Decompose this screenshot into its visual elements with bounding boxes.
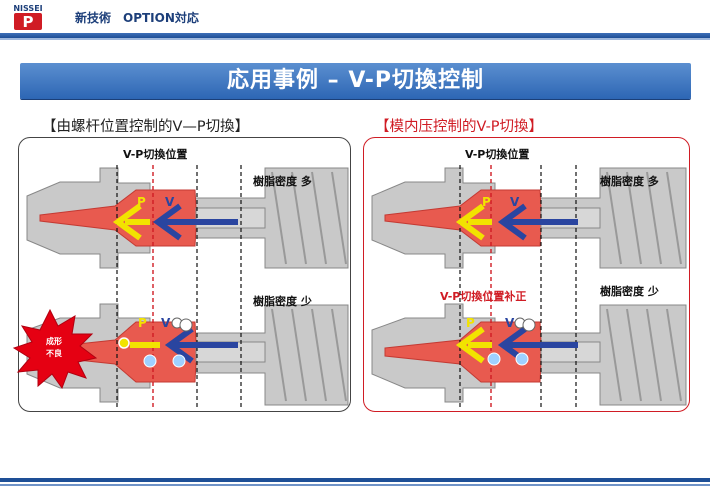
defect-burst bbox=[12, 308, 98, 390]
footer-divider-light bbox=[0, 484, 710, 486]
left-lower-arrows bbox=[118, 317, 238, 368]
defect-label-line1: 成形 bbox=[46, 337, 62, 346]
header-divider bbox=[0, 33, 710, 38]
right-upper-arrows bbox=[455, 203, 578, 241]
right-upper-p-mark: P bbox=[482, 195, 491, 209]
logo-brand-text: NISSEI bbox=[13, 4, 42, 13]
left-upper-v-mark: V bbox=[165, 195, 175, 209]
logo-mark-text: P bbox=[23, 13, 34, 31]
right-panel bbox=[363, 137, 690, 412]
top-header-bar bbox=[0, 0, 710, 34]
vp-switch-lines bbox=[152, 165, 492, 410]
right-density-low-label: 樹脂密度 少 bbox=[600, 285, 659, 298]
left-upper-arrows bbox=[112, 203, 238, 241]
left-density-low-label: 樹脂密度 少 bbox=[253, 295, 312, 308]
dashed-guide-lines bbox=[116, 165, 577, 410]
left-panel-heading: 【由螺杆位置控制的V—P切換】 bbox=[42, 119, 250, 135]
left-lower-v-mark: V bbox=[161, 316, 171, 330]
left-lower-p-mark: P bbox=[138, 316, 147, 330]
vp-correction-label: V-P切換位置补正 bbox=[440, 290, 527, 303]
header-text: 新技術 OPTION対応 bbox=[75, 11, 199, 25]
nissei-logo: NISSEI P bbox=[8, 3, 48, 31]
page-title: 応用事例 – V-P切換控制 bbox=[227, 68, 484, 93]
right-panel-heading: 【模内压控制的V-P切換】 bbox=[375, 119, 544, 135]
right-upper-v-mark: V bbox=[510, 195, 520, 209]
right-lower-v-mark: V bbox=[505, 316, 515, 330]
left-density-high-label: 樹脂密度 多 bbox=[253, 175, 312, 188]
right-vp-position-label: V-P切換位置 bbox=[465, 148, 530, 161]
right-lower-arrows bbox=[455, 317, 578, 366]
defect-label-line2: 不良 bbox=[46, 349, 62, 358]
left-vp-position-label: V-P切換位置 bbox=[123, 148, 188, 161]
footer-divider bbox=[0, 478, 710, 482]
right-density-high-label: 樹脂密度 多 bbox=[600, 175, 659, 188]
right-lower-p-mark: P bbox=[466, 316, 475, 330]
left-upper-p-mark: P bbox=[137, 195, 146, 209]
header-divider-light bbox=[0, 38, 710, 40]
title-bar: 応用事例 – V-P切換控制 bbox=[20, 63, 691, 99]
